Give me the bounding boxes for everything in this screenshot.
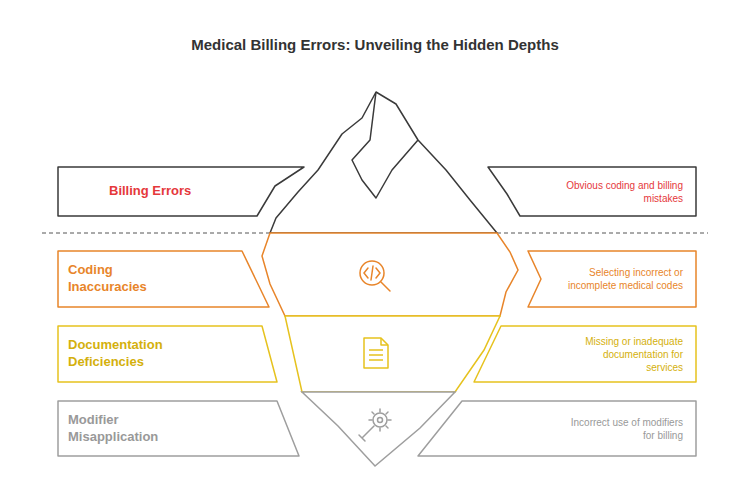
- box-outline-shape: [58, 167, 304, 216]
- description-box: Incorrect use of modifiers for billing: [417, 400, 697, 457]
- text-group: Selecting incorrect or incomplete medica…: [565, 266, 683, 292]
- description-box: Missing or inadequate documentation for …: [473, 325, 697, 383]
- text-group: Obvious coding and billing mistakes: [565, 179, 683, 205]
- iceberg-tip: [270, 92, 497, 233]
- description-box: Obvious coding and billing mistakes: [487, 166, 697, 217]
- description-text: Missing or inadequate documentation for …: [565, 335, 683, 374]
- description-box: Selecting incorrect or incomplete medica…: [527, 250, 697, 308]
- description-text: Obvious coding and billing mistakes: [565, 179, 683, 205]
- code-search-icon: [360, 261, 390, 291]
- text-group: Coding Inaccuracies: [68, 262, 188, 296]
- category-box: Modifier Misapplication: [57, 400, 300, 457]
- category-label: Modifier Misapplication: [68, 412, 188, 446]
- box-outline: [487, 166, 697, 217]
- category-label: Documentation Deficiencies: [68, 337, 188, 371]
- iceberg-band: [262, 233, 518, 316]
- box-outline-shape: [528, 251, 696, 307]
- box-outline-shape: [488, 167, 696, 216]
- box-outline-shape: [58, 401, 299, 456]
- gear-wrench-icon: [359, 409, 391, 441]
- diagram-title: Medical Billing Errors: Unveiling the Hi…: [0, 36, 750, 53]
- description-text: Selecting incorrect or incomplete medica…: [565, 266, 683, 292]
- category-label: Coding Inaccuracies: [68, 262, 188, 296]
- category-box: Documentation Deficiencies: [57, 325, 278, 383]
- box-outline-shape: [418, 401, 696, 456]
- box-outline: [527, 250, 697, 308]
- category-label: Billing Errors: [109, 183, 191, 200]
- box-outline-shape: [474, 326, 696, 382]
- box-outline-shape: [58, 326, 277, 382]
- box-outline-shape: [58, 251, 269, 307]
- description-text: Incorrect use of modifiers for billing: [565, 416, 683, 442]
- category-box: Billing Errors: [57, 166, 305, 217]
- text-group: Modifier Misapplication: [68, 412, 188, 446]
- category-box: Coding Inaccuracies: [57, 250, 270, 308]
- text-group: Incorrect use of modifiers for billing: [565, 416, 683, 442]
- document-icon: [364, 338, 388, 368]
- text-group: Documentation Deficiencies: [68, 337, 188, 371]
- box-outline: [417, 400, 697, 457]
- text-group: Missing or inadequate documentation for …: [565, 335, 683, 374]
- text-group: Billing Errors: [109, 183, 191, 200]
- iceberg-band: [285, 316, 500, 392]
